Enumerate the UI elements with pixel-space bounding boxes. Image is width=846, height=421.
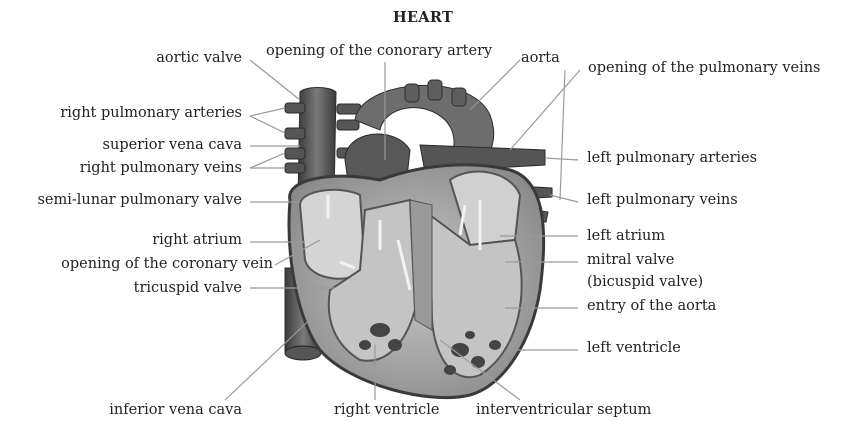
label-left-ventricle: left ventricle xyxy=(587,340,681,357)
label-aortic-valve: aortic valve xyxy=(156,50,242,67)
label-bicuspid-valve: (bicuspid valve) xyxy=(587,274,703,291)
label-opening-coronary-artery: opening of the conorary artery xyxy=(266,43,492,60)
label-left-atrium: left atrium xyxy=(587,228,665,245)
label-superior-vena-cava: superior vena cava xyxy=(103,137,242,154)
label-mitral-valve: mitral valve xyxy=(587,252,674,269)
label-opening-coronary-vein: opening of the coronary vein xyxy=(61,256,273,273)
label-left-pulmonary-arteries: left pulmonary arteries xyxy=(587,150,757,167)
label-right-atrium: right atrium xyxy=(152,232,242,249)
label-right-pulmonary-arteries: right pulmonary arteries xyxy=(60,105,242,122)
label-right-pulmonary-veins: right pulmonary veins xyxy=(80,160,242,177)
label-aorta: aorta xyxy=(521,50,560,67)
label-entry-of-aorta: entry of the aorta xyxy=(587,298,716,315)
label-inferior-vena-cava: inferior vena cava xyxy=(109,402,242,419)
right-atrium-chamber xyxy=(300,190,365,279)
label-right-ventricle: right ventricle xyxy=(334,402,439,419)
label-semi-lunar-pulmonary-valve: semi-lunar pulmonary valve xyxy=(37,192,242,209)
label-tricuspid-valve: tricuspid valve xyxy=(134,280,242,297)
label-interventricular-septum: interventricular septum xyxy=(476,402,651,419)
label-left-pulmonary-veins: left pulmonary veins xyxy=(587,192,738,209)
label-opening-pulmonary-veins: opening of the pulmonary veins xyxy=(588,60,821,77)
